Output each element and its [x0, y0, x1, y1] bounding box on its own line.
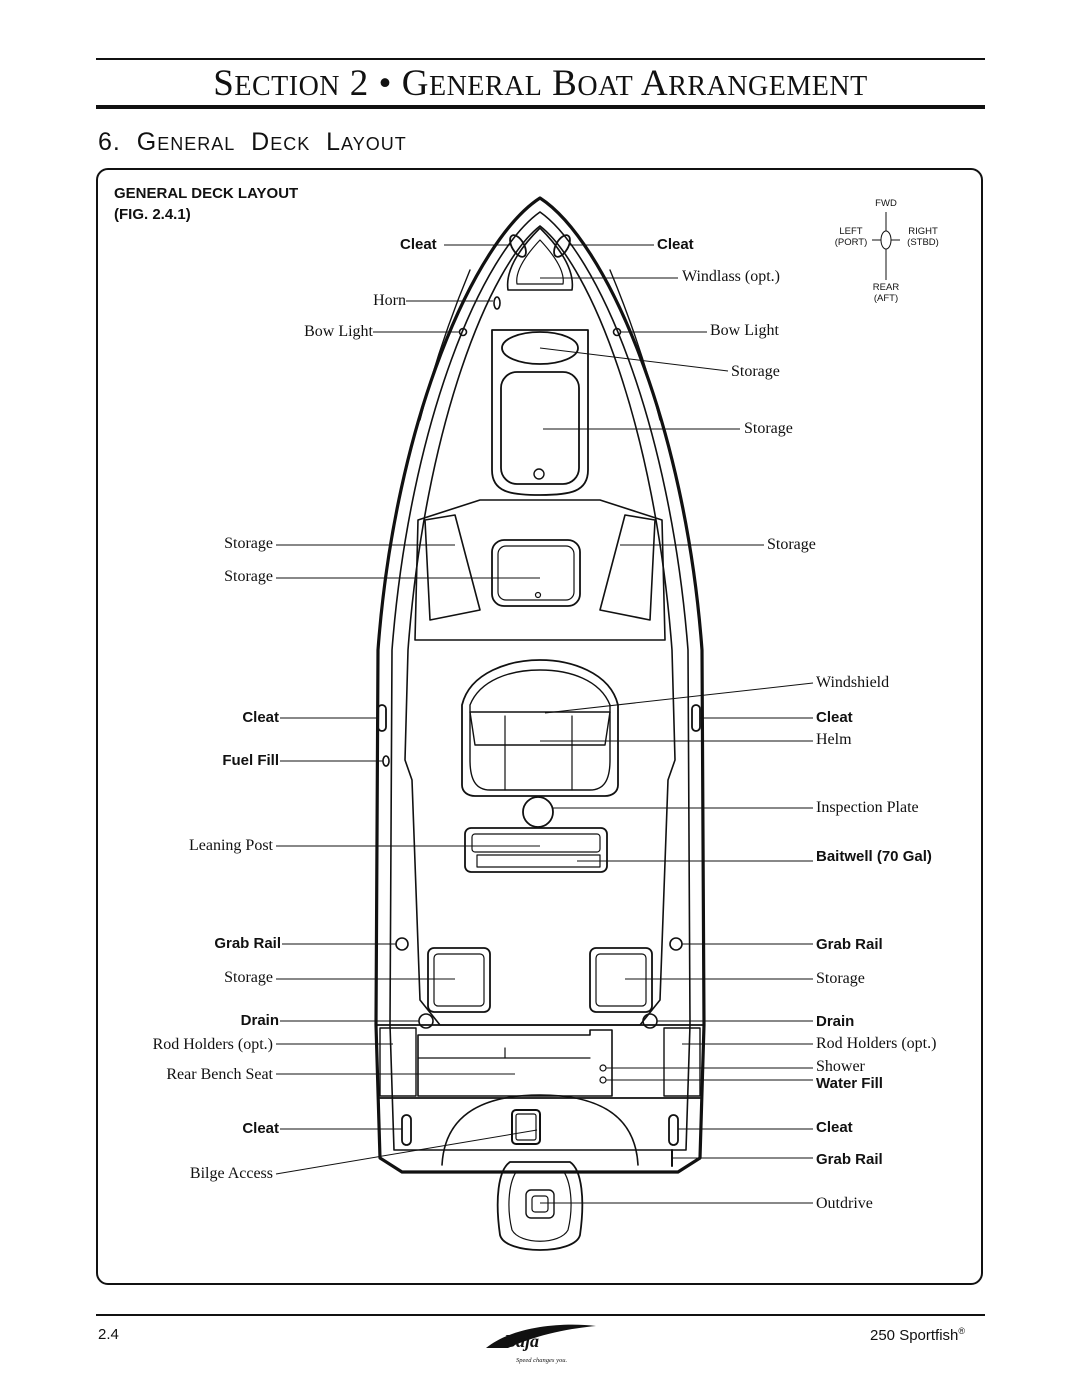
label-helm: Helm: [816, 731, 852, 748]
label-rod-holders-stbd: Rod Holders (opt.): [816, 1035, 937, 1052]
compass-right: RIGHT(STBD): [907, 226, 939, 248]
figure-frame: [96, 168, 983, 1285]
label-storage-center-fwd: Storage: [224, 568, 273, 585]
label-cleat-bow-port: Cleat: [400, 236, 437, 253]
label-cleat-bow-stbd: Cleat: [657, 236, 694, 253]
label-rod-holders-port: Rod Holders (opt.): [152, 1036, 273, 1053]
label-drain-port: Drain: [240, 1012, 279, 1029]
label-storage-stbd-aft: Storage: [816, 970, 865, 987]
svg-text:Baja: Baja: [503, 1331, 539, 1351]
label-storage-port-aft: Storage: [224, 969, 273, 986]
label-bow-light-stbd: Bow Light: [710, 322, 779, 339]
label-cleat-mid-port: Cleat: [242, 709, 279, 726]
section-title: SECTION 2 • GENERAL BOAT ARRANGEMENT: [213, 63, 868, 104]
subsection-title: 6. GENERAL DECK LAYOUT: [98, 128, 407, 156]
label-fuel-fill: Fuel Fill: [222, 752, 279, 769]
label-drain-stbd: Drain: [816, 1013, 855, 1030]
svg-text:Speed changes you.: Speed changes you.: [516, 1357, 567, 1364]
label-grab-rail-port: Grab Rail: [214, 935, 281, 952]
label-grab-rail-stern: Grab Rail: [816, 1151, 883, 1168]
figure-caption: GENERAL DECK LAYOUT (FIG. 2.4.1): [114, 185, 299, 223]
page-number: 2.4: [98, 1326, 119, 1343]
label-storage-bow: Storage: [731, 363, 780, 380]
title-underline: [96, 105, 985, 109]
compass-icon: [872, 212, 900, 280]
label-baitwell: Baitwell (70 Gal): [816, 848, 932, 865]
label-inspection-plate: Inspection Plate: [816, 799, 919, 816]
label-storage-port-fwd: Storage: [224, 535, 273, 552]
label-windshield: Windshield: [816, 674, 890, 691]
label-storage-bow-lower: Storage: [744, 420, 793, 437]
label-outdrive: Outdrive: [816, 1195, 873, 1212]
compass-left: LEFT(PORT): [834, 226, 868, 248]
label-horn: Horn: [373, 292, 406, 309]
label-rear-bench-seat: Rear Bench Seat: [166, 1066, 273, 1083]
label-windlass: Windlass (opt.): [682, 268, 781, 285]
label-cleat-stern-stbd: Cleat: [816, 1119, 853, 1136]
compass-rear: REAR(AFT): [872, 282, 900, 304]
label-bow-light-port: Bow Light: [304, 323, 373, 340]
baja-logo: Baja Speed changes you.: [486, 1324, 596, 1364]
label-cleat-mid-stbd: Cleat: [816, 709, 853, 726]
label-storage-stbd-fwd: Storage: [767, 536, 816, 553]
label-water-fill: Water Fill: [816, 1075, 883, 1092]
label-grab-rail-stbd: Grab Rail: [816, 936, 883, 953]
label-bilge-access: Bilge Access: [189, 1165, 273, 1182]
label-leaning-post: Leaning Post: [189, 837, 273, 854]
top-rule: [96, 58, 985, 60]
label-shower: Shower: [816, 1058, 865, 1075]
compass-fwd: FWD: [875, 198, 897, 209]
label-cleat-stern-port: Cleat: [242, 1120, 279, 1137]
footer-rule: [96, 1314, 985, 1316]
model-name: 250 Sportfish®: [870, 1326, 966, 1344]
